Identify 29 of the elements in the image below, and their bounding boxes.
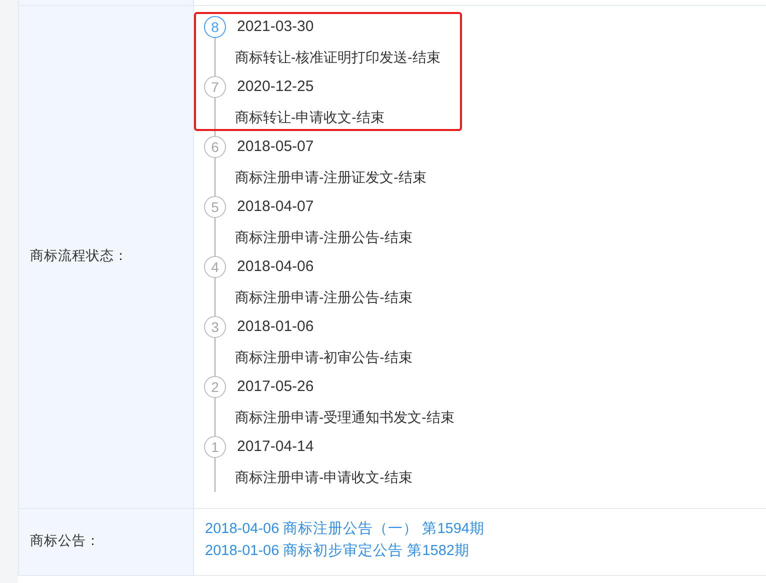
highlight-box bbox=[194, 12, 462, 131]
date-text: 2018-01-06 bbox=[237, 317, 314, 337]
timeline-line bbox=[214, 38, 216, 76]
step-description: 商标转让-核准证明打印发送-结束 bbox=[235, 48, 440, 67]
date-text: 2018-04-07 bbox=[237, 197, 314, 217]
field-label: 商标公告： bbox=[30, 532, 100, 550]
announcement-link: 2018-01-06 商标初步审定公告 第1582期 bbox=[205, 542, 470, 561]
timeline-line bbox=[214, 398, 216, 436]
step-description: 商标转让-申请收文-结束 bbox=[235, 108, 384, 127]
timeline-line bbox=[214, 98, 216, 136]
step-description: 商标注册申请-申请收文-结束 bbox=[235, 468, 412, 487]
date-text: 2018-04-06 bbox=[237, 257, 314, 277]
date-text: 2018-05-07 bbox=[237, 137, 314, 157]
announcement-link: 2018-04-06 商标注册公告（一） 第1594期 bbox=[205, 520, 484, 539]
date-text: 2017-04-14 bbox=[237, 437, 314, 457]
timeline-line bbox=[214, 218, 216, 256]
step-description: 商标注册申请-注册公告-结束 bbox=[235, 288, 412, 307]
field-label: 商标流程状态： bbox=[30, 247, 128, 265]
step-description: 商标注册申请-注册证发文-结束 bbox=[235, 168, 426, 187]
step-description: 商标注册申请-受理通知书发文-结束 bbox=[235, 408, 454, 427]
step-description: 商标注册申请-注册公告-结束 bbox=[235, 228, 412, 247]
timeline-line bbox=[214, 338, 216, 376]
date-text: 2021-03-30 bbox=[237, 17, 314, 37]
timeline-line bbox=[214, 278, 216, 316]
date-text: 2017-05-26 bbox=[237, 377, 314, 397]
timeline-line bbox=[214, 458, 216, 492]
timeline-line bbox=[214, 158, 216, 196]
date-text: 2020-12-25 bbox=[237, 77, 314, 97]
step-description: 商标注册申请-初审公告-结束 bbox=[235, 348, 412, 367]
